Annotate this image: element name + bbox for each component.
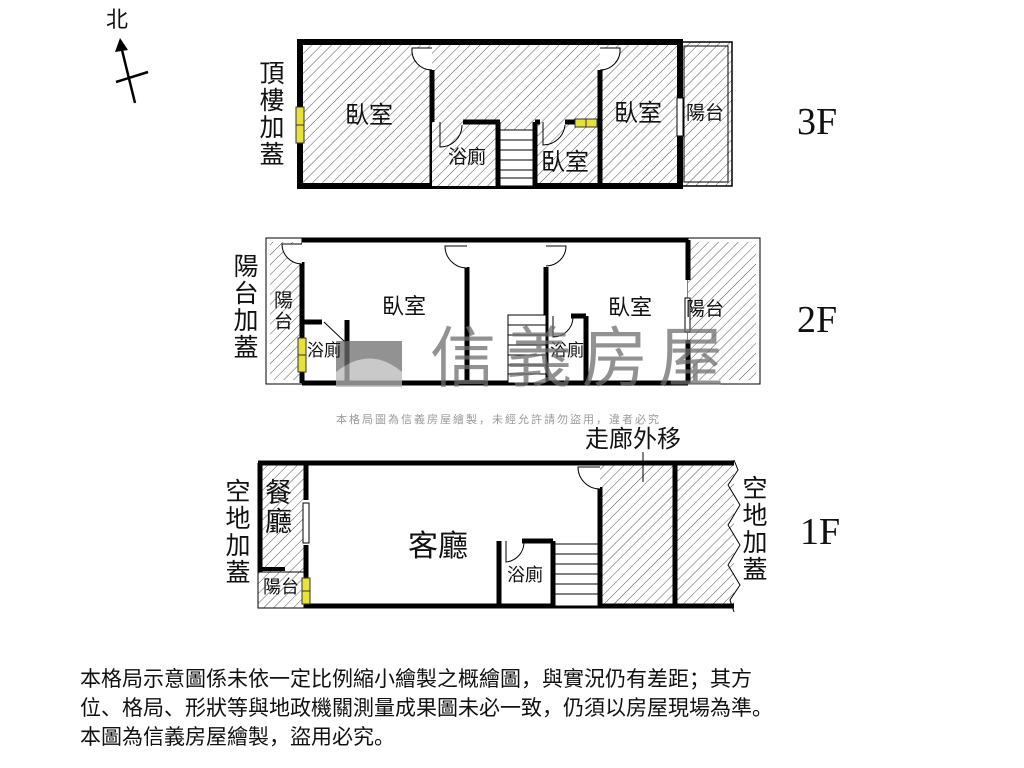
rooftop-addition-label: 頂樓加蓋	[256, 60, 285, 168]
room-balcony-2f-west: 陽台	[271, 290, 293, 332]
floor-label-1f: 1F	[800, 511, 841, 553]
room-bedroom-2f-west: 臥室	[382, 295, 427, 320]
north-arrow-icon	[115, 38, 149, 104]
disclaimer-line-1: 本格局示意圖係未依一定比例縮小繪製之概繪圖，與實況仍有差距；其方	[80, 667, 752, 691]
balcony-addition-label: 陽台加蓋	[230, 253, 259, 361]
room-dining-1f: 餐廳	[260, 478, 291, 536]
room-bathroom-2f-west: 浴廁	[307, 341, 341, 361]
room-living-1f: 客廳	[408, 529, 468, 564]
vacant-land-addition-right-label: 空地加蓋	[739, 475, 768, 583]
watermark-logo-icon	[336, 341, 402, 387]
room-bedroom-2f-east: 臥室	[608, 296, 653, 321]
room-balcony-3f: 陽台	[686, 102, 725, 124]
vacant-land-addition-left-label: 空地加蓋	[222, 478, 251, 586]
watermark-brand: 信義房屋	[430, 320, 734, 397]
watermark-notice: 本格局圖為信義房屋繪製，未經允許請勿盜用，違者必究	[336, 413, 661, 426]
corridor-moved-annotation: 走廊外移	[585, 425, 681, 453]
room-balcony-1f: 陽台	[263, 577, 299, 598]
floor-3f-plan	[295, 39, 733, 189]
north-label: 北	[106, 8, 129, 33]
disclaimer-text: 本格局示意圖係未依一定比例縮小繪製之概繪圖，與實況仍有差距；其方 位、格局、形狀…	[80, 665, 773, 752]
disclaimer-line-2: 位、格局、形狀等與地政機關測量成果圖未必一致，仍須以房屋現場為準。	[80, 696, 773, 720]
room-bathroom-1f: 浴廁	[507, 565, 543, 586]
room-bathroom-3f: 浴廁	[448, 146, 487, 168]
floor-label-3f: 3F	[797, 101, 838, 143]
room-balcony-2f-east: 陽台	[686, 298, 725, 320]
disclaimer-line-3: 本圖為信義房屋繪製，盜用必究。	[80, 725, 395, 749]
room-bathroom-2f-center: 浴廁	[550, 341, 584, 361]
floor-1f-plan	[257, 452, 741, 613]
room-bedroom-3f-east: 臥室	[614, 99, 662, 127]
room-bedroom-3f-center: 臥室	[541, 148, 589, 176]
floor-label-2f: 2F	[797, 299, 838, 341]
room-bedroom-3f-west: 臥室	[345, 101, 393, 129]
